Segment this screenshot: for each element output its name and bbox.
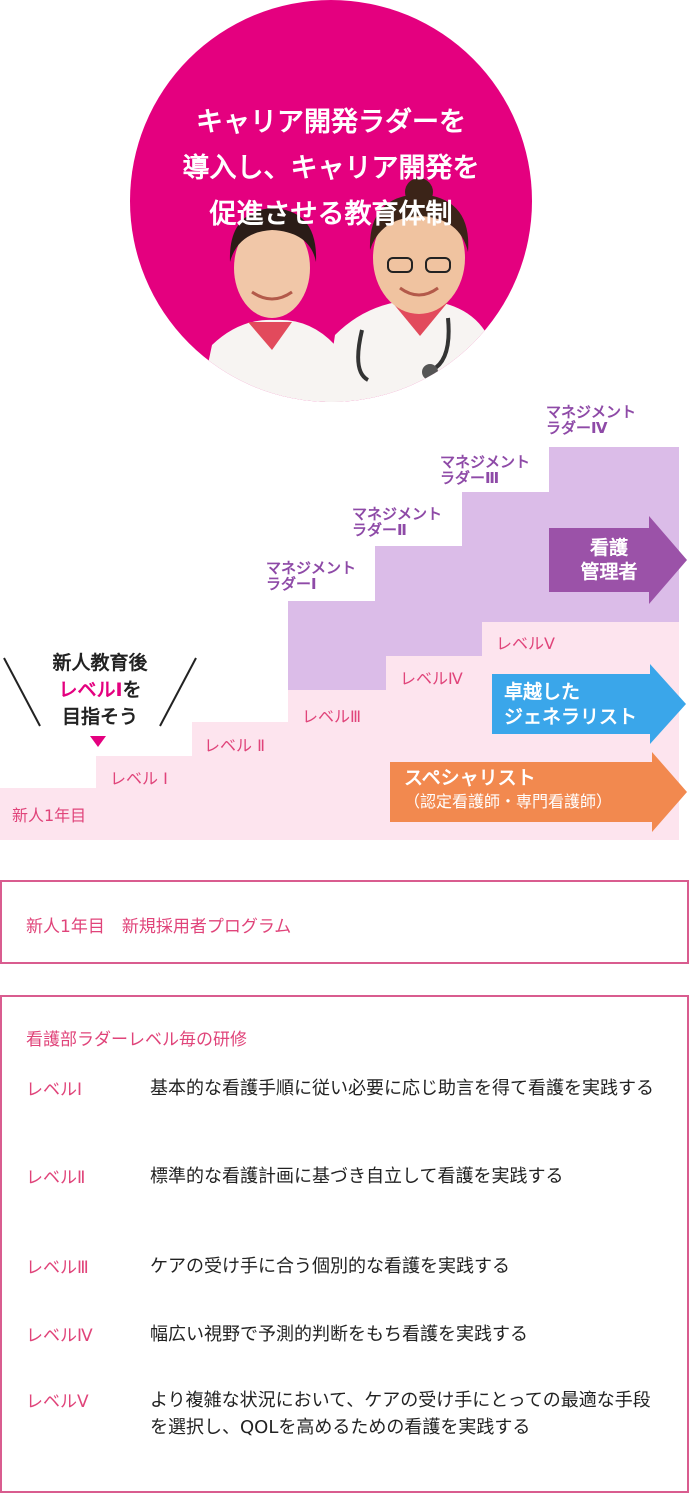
management-ladder-band (288, 447, 679, 690)
step-label-level4: レベルⅣ (400, 669, 463, 688)
training-level-desc: 幅広い視野で予測的判断をもち看護を実践する (150, 1324, 528, 1345)
generalist-arrow-line1: 卓越した (504, 681, 581, 703)
callout-line1: 新人教育後 (52, 652, 148, 674)
generalist-arrow-line2: ジェネラリスト (504, 706, 638, 728)
step-label-level2: レベル Ⅱ (204, 736, 265, 755)
management-ladder-2-line1: マネジメント (352, 505, 443, 523)
goal-callout: 新人教育後 レベルⅠを 目指そう (0, 650, 200, 750)
step-label-level5: レベルⅤ (496, 634, 555, 653)
management-ladder-4-line2: ラダーⅣ (546, 419, 608, 437)
training-level-name: レベルⅡ (26, 1168, 86, 1188)
manager-arrow-line2: 管理者 (580, 561, 638, 583)
callout-line3: 目指そう (61, 706, 138, 728)
training-level-desc: 標準的な看護計画に基づき自立して看護を実践する (150, 1166, 564, 1187)
career-ladder-diagram: 新人1年目 レベル Ⅰ レベル Ⅱ レベルⅢ レベルⅣ レベルⅤ マネジメント … (0, 404, 689, 840)
training-heading: 看護部ラダーレベル毎の研修 (26, 1030, 247, 1050)
generalist-arrow: 卓越した ジェネラリスト (492, 664, 689, 744)
training-level-desc: より複雑な状況において、ケアの受け手にとっての最適な手段を選択し、QOLを高める… (150, 1390, 651, 1438)
hero-title-line: 促進させる教育体制 (209, 199, 453, 230)
management-ladder-1: マネジメント ラダーⅠ (266, 560, 356, 592)
training-level-desc: ケアの受け手に合う個別的な看護を実践する (150, 1256, 510, 1277)
new-staff-program-box: 新人1年目 新規採用者プログラム (0, 880, 689, 964)
manager-arrow-text: 看護 管理者 (549, 536, 669, 584)
hero-title-line: キャリア開発ラダーを (196, 107, 466, 138)
training-level-desc: 基本的な看護手順に従い必要に応じ助言を得て看護を実践する (150, 1078, 654, 1099)
specialist-arrow-line1: スペシャリスト (404, 767, 536, 789)
manager-arrow: 看護 管理者 (549, 516, 689, 604)
training-level-name: レベルⅤ (26, 1392, 89, 1412)
step-label-level1: レベル Ⅰ (110, 769, 168, 788)
hero-title: キャリア開発ラダーを 導入し、キャリア開発を 促進させる教育体制 (130, 100, 532, 238)
manager-arrow-line1: 看護 (589, 537, 628, 559)
nurses-photo (200, 178, 500, 402)
management-ladder-2-line2: ラダーⅡ (352, 521, 407, 539)
specialist-arrow: スペシャリスト （認定看護師・専門看護師） (390, 752, 689, 832)
training-box: 看護部ラダーレベル毎の研修 レベルⅠ 基本的な看護手順に従い必要に応じ助言を得て… (0, 995, 689, 1493)
management-ladder-3: マネジメント ラダーⅢ (440, 454, 530, 486)
step-label-new: 新人1年目 (12, 806, 87, 825)
callout-line2-rest: を (122, 679, 142, 701)
hero-title-line: 導入し、キャリア開発を (182, 153, 480, 184)
specialist-arrow-text: スペシャリスト （認定看護師・専門看護師） (404, 765, 674, 813)
management-ladder-1-line2: ラダーⅠ (266, 575, 317, 593)
management-ladder-1-line1: マネジメント (266, 559, 357, 577)
callout-text: 新人教育後 レベルⅠを 目指そう (32, 650, 168, 731)
callout-level-highlight: レベルⅠ (58, 679, 123, 701)
management-ladder-4: マネジメント ラダーⅣ (546, 404, 636, 436)
management-ladder-3-line2: ラダーⅢ (440, 469, 500, 487)
callout-lines (3, 657, 197, 747)
training-level-name: レベルⅢ (26, 1258, 89, 1278)
new-staff-program-title: 新人1年目 新規採用者プログラム (26, 917, 292, 937)
specialist-arrow-line2: （認定看護師・専門看護師） (404, 792, 613, 811)
callout-line2: レベルⅠを (32, 677, 168, 704)
management-ladder-3-line1: マネジメント (440, 453, 531, 471)
generalist-arrow-text: 卓越した ジェネラリスト (504, 680, 674, 730)
callout-down-triangle-icon (90, 736, 106, 747)
management-ladder-2: マネジメント ラダーⅡ (352, 506, 442, 538)
training-level-name: レベルⅠ (26, 1080, 83, 1100)
hero-circle: キャリア開発ラダーを 導入し、キャリア開発を 促進させる教育体制 (130, 0, 532, 402)
management-ladder-4-line1: マネジメント (546, 403, 637, 421)
step-label-level3: レベルⅢ (302, 707, 362, 726)
training-level-name: レベルⅣ (26, 1326, 93, 1346)
